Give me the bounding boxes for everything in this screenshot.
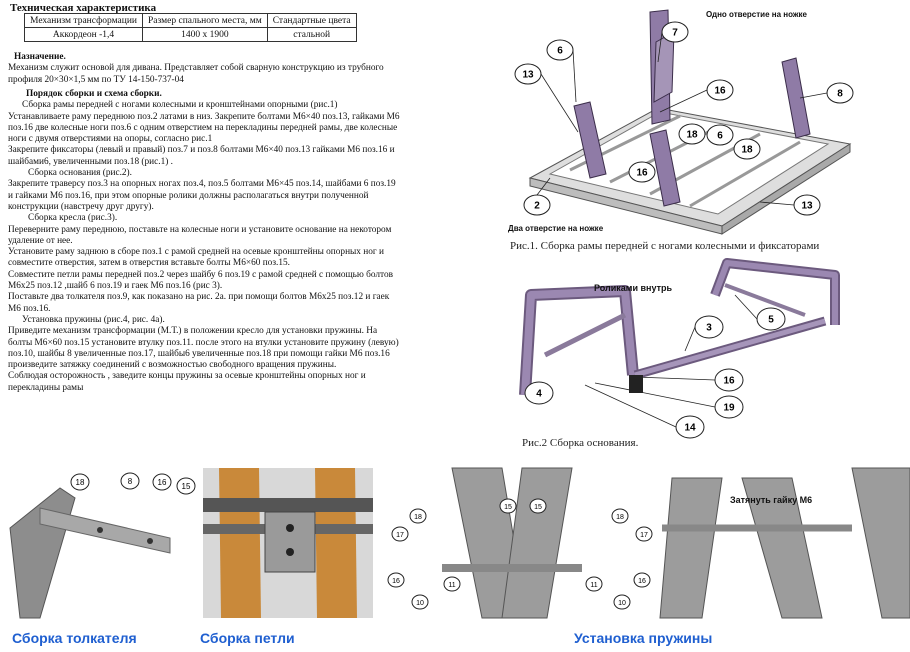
procedure-paragraph: Поставьте два толкателя поз.9, как показ… (8, 292, 390, 314)
figure1-callout: 8 (837, 89, 843, 100)
figure2-callout: 5 (768, 315, 774, 326)
spec-cell: 1400 x 1900 (142, 27, 268, 42)
procedure-section: Порядок сборки и схема сборки. Сборка ра… (8, 89, 400, 394)
procedure-paragraph: Сборка рамы передней с ногами колесными … (22, 100, 338, 111)
procedure-paragraph: Закрепите траверсу поз.3 на опорных нога… (8, 179, 396, 212)
spring-callout: 16 (392, 578, 400, 585)
purpose-section: Назначение. Механизм служит основой для … (8, 52, 400, 86)
figure1-label-top: Одно отверстие на ножке (706, 10, 807, 19)
procedure-paragraph: Совместите петли рамы передней поз.2 чер… (8, 269, 394, 292)
figure1-callout: 6 (717, 131, 723, 142)
spring-callout: 17 (396, 532, 404, 539)
spring-callout: 15 (534, 504, 542, 511)
spring-callout: 17 (640, 532, 648, 539)
purpose-text: Механизм служит основой для дивана. Пред… (8, 63, 384, 85)
spring-callout: 10 (618, 600, 626, 607)
figure1-callout: 13 (522, 70, 534, 81)
figure1-label-bottom: Два отверстие на ножке (508, 224, 604, 233)
caption-spring: Установка пружины (574, 630, 713, 646)
spec-header-cell: Размер спального места, мм (142, 13, 268, 28)
figure1-caption: Рис.1. Сборка рамы передней с ногами кол… (510, 240, 820, 252)
pusher-callout: 18 (76, 478, 85, 487)
figure2-label: Роликами внутрь (594, 283, 673, 293)
procedure-paragraph: Закрепите фиксаторы (левый и правый) поз… (8, 145, 395, 167)
figure2-base-drawing (519, 258, 840, 396)
figure2-callout: 16 (723, 376, 735, 387)
procedure-paragraph: Приведите механизм трансформации (М.Т.) … (8, 326, 399, 371)
tighten-nut-label: Затянуть гайку М6 (730, 495, 813, 505)
spec-header-cell: Стандартные цвета (266, 13, 357, 28)
procedure-paragraph: Сборка кресла (рис.3). (28, 213, 118, 224)
procedure-paragraph: Сборка основания (рис.2). (28, 168, 132, 179)
figure2-callout: 4 (536, 389, 542, 400)
spec-title: Техническая характеристика (10, 2, 157, 14)
procedure-heading: Порядок сборки и схема сборки. (26, 89, 162, 99)
procedure-paragraph: Переверните раму переднюю, поставьте на … (8, 224, 392, 246)
caption-hinge: Сборка петли (200, 630, 295, 646)
hinge-assembly-photo (203, 468, 373, 618)
figure1-callout: 6 (557, 46, 563, 57)
spec-cell: Аккордеон -1,4 (23, 27, 144, 42)
procedure-paragraph: Установите раму заднюю в сборе поз.1 с р… (8, 247, 385, 269)
spring-callout: 18 (616, 514, 624, 521)
spring-callout: 11 (448, 582, 455, 589)
figure2-callout: 19 (723, 403, 735, 414)
figure1-callout: 7 (672, 28, 678, 39)
spring-callout: 16 (638, 578, 646, 585)
procedure-paragraph: Установка пружины (рис.4, рис. 4а). (22, 314, 165, 325)
spec-table: Механизм трансформации Размер спального … (23, 13, 357, 42)
figure2-caption: Рис.2 Сборка основания. (522, 437, 639, 449)
procedure-paragraph: Соблюдая осторожность , заведите концы п… (8, 371, 366, 393)
figure1-callout: 18 (686, 130, 698, 141)
spring-callout: 10 (416, 600, 424, 607)
spec-header-cell: Механизм трансформации (23, 13, 144, 28)
spec-header-row: Механизм трансформации Размер спального … (23, 13, 357, 28)
figure1-callout: 16 (636, 168, 648, 179)
spring-installation-photo: 18 17 16 10 11 15 15 18 17 11 10 16 (382, 467, 910, 619)
figure1-callout: 2 (534, 201, 540, 212)
pusher-callout: 15 (182, 482, 191, 491)
spec-data-row: Аккордеон -1,4 1400 x 1900 стальной (23, 27, 357, 42)
caption-pusher: Сборка толкателя (12, 630, 137, 646)
spring-callout: 15 (504, 504, 512, 511)
figure2-callout: 14 (684, 423, 696, 434)
figure1-frame-drawing (528, 9, 852, 235)
procedure-paragraph: Устанавливаете раму переднюю поз.2 латам… (8, 111, 400, 145)
spring-callout: 11 (590, 582, 597, 589)
spring-callout: 18 (414, 514, 422, 521)
spec-cell: стальной (266, 27, 357, 42)
pusher-callout: 16 (158, 478, 167, 487)
figure1-callout: 18 (741, 145, 753, 156)
figure2-callouts: 5 3 4 16 19 14 (524, 294, 786, 439)
figure1-callout: 16 (714, 86, 726, 97)
pusher-assembly-photo: 18 8 16 15 (0, 468, 196, 619)
figure1-callouts: 6 7 13 16 8 18 6 18 16 2 13 (514, 21, 854, 216)
figure1-callout: 13 (801, 201, 813, 212)
figure2-callout: 3 (706, 323, 712, 334)
purpose-heading: Назначение. (14, 52, 66, 62)
pusher-callout: 8 (128, 477, 133, 486)
